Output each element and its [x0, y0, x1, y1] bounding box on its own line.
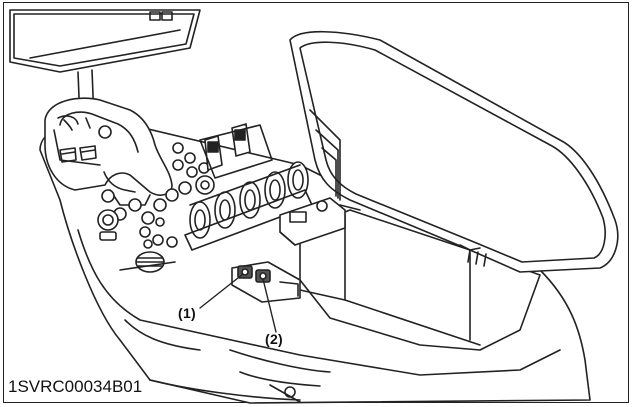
thumb-wheel — [119, 251, 176, 273]
callout-leaders — [199, 273, 277, 333]
lid-switch-panel — [279, 197, 346, 246]
rotary-knobs — [97, 175, 215, 241]
control-buttons-left — [101, 142, 210, 249]
roller-levers — [184, 161, 313, 251]
figure-code: 1SVRC00034B01 — [8, 377, 145, 397]
callout-label-2: (2) — [265, 331, 284, 347]
joystick-lever — [44, 97, 173, 206]
compartment-lid — [289, 30, 619, 273]
storage-compartment — [299, 209, 541, 351]
toggle-switches — [199, 123, 273, 179]
compartment-switches — [231, 261, 301, 303]
callout-label-1: (1) — [178, 305, 197, 321]
